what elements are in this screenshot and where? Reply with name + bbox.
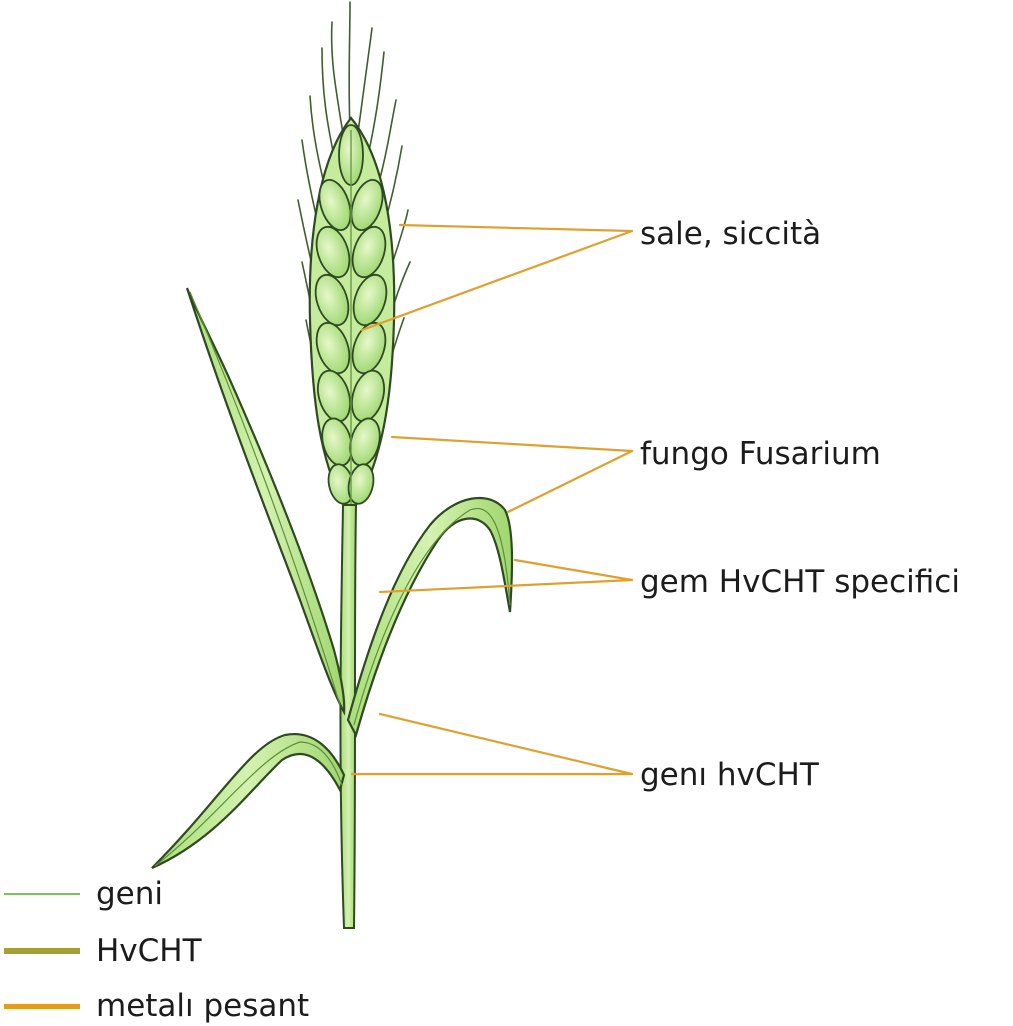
leader-line-fungus-1 bbox=[390, 435, 634, 453]
leader-line-salt-1 bbox=[398, 223, 634, 233]
legend-label-genes: geni bbox=[96, 876, 164, 912]
leader-line-fungus-2 bbox=[506, 449, 634, 514]
grains bbox=[314, 124, 388, 505]
label-salt-drought: sale, siccità bbox=[640, 216, 822, 252]
leader-line-genes-spec-1 bbox=[378, 578, 634, 594]
leader-lines bbox=[350, 223, 634, 776]
legend-item-genes: geni bbox=[0, 874, 340, 914]
legend-item-hvcht: HvCHT bbox=[0, 931, 340, 971]
legend-label-hvcht: HvCHT bbox=[96, 933, 202, 969]
left-leaf bbox=[185, 287, 346, 716]
leader-line-genes-spec-2 bbox=[513, 558, 634, 582]
legend-item-heavy-metals: metalı pesant bbox=[0, 986, 340, 1026]
leader-line-genes-hv-1 bbox=[378, 712, 634, 776]
label-hvcht-genes: genı hvCHT bbox=[640, 757, 819, 793]
right-arching-leaf bbox=[346, 496, 514, 738]
label-specific-hvcht-genes: gem HvCHT specifici bbox=[640, 564, 960, 600]
legend-swatch-heavy-metals bbox=[4, 1003, 80, 1009]
leader-line-salt-2 bbox=[360, 229, 634, 332]
label-fusarium: fungo Fusarium bbox=[640, 436, 881, 472]
legend-label-heavy-metals: metalı pesant bbox=[96, 988, 310, 1024]
legend-swatch-hvcht bbox=[4, 948, 80, 954]
lower-left-leaf bbox=[151, 732, 346, 870]
legend-swatch-genes bbox=[4, 893, 80, 895]
